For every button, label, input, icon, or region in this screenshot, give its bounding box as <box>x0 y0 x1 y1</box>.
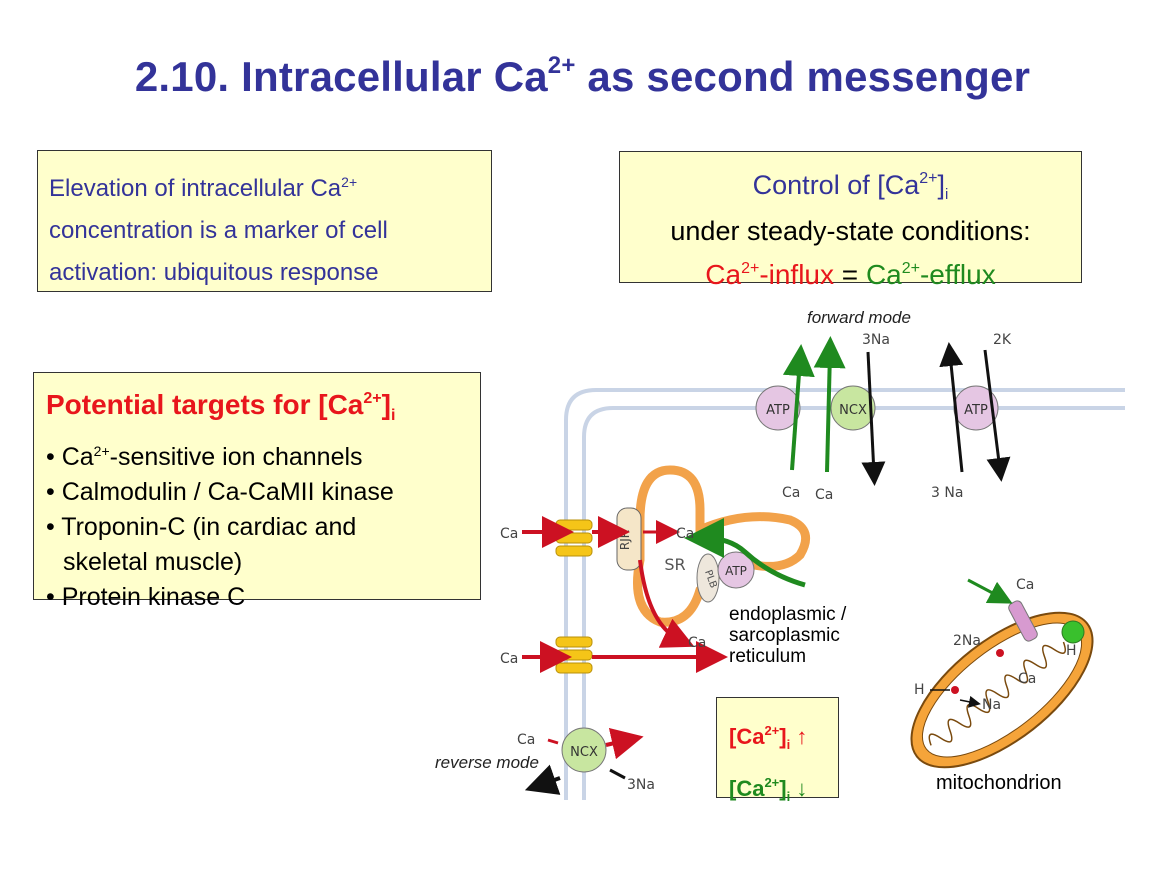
svg-text:NCX: NCX <box>570 745 598 760</box>
ca-increase-label: [Ca2+]i ↑ <box>729 723 808 752</box>
k-arrow-in <box>983 349 1011 482</box>
svg-text:Ca: Ca <box>688 635 706 651</box>
mitochondrion-label: mitochondrion <box>936 772 1062 794</box>
svg-text:Ca: Ca <box>500 526 518 542</box>
efflux-arrow-1 <box>782 344 815 471</box>
mito-h-exchanger <box>1061 620 1085 644</box>
svg-text:Ca: Ca <box>815 487 833 503</box>
mito-na-arrow <box>959 695 981 708</box>
svg-text:3 Na: 3 Na <box>931 485 963 501</box>
svg-text:H: H <box>1066 643 1077 659</box>
reverse-mode-label: reverse mode <box>435 753 539 772</box>
ca-channel-2 <box>555 636 593 674</box>
ca-decrease-label: [Ca2+]i ↓ <box>729 775 808 804</box>
forward-mode-label: forward mode <box>807 308 911 327</box>
slide-title: 2.10. Intracellular Ca2+ as second messe… <box>134 52 1031 100</box>
rev-ca-arrow <box>605 727 644 760</box>
na-arrow-out <box>939 342 964 473</box>
sr-label: SR <box>664 555 685 574</box>
svg-text:NCX: NCX <box>839 403 867 418</box>
list-item: • Protein kinase C <box>46 583 246 611</box>
svg-text:Ca: Ca <box>1016 577 1034 593</box>
rjr-channel: RJR <box>616 507 642 571</box>
list-item: skeletal muscle) <box>63 548 243 576</box>
svg-text:Na: Na <box>982 697 1001 713</box>
release-arrow <box>638 559 695 648</box>
svg-text:Ca: Ca <box>676 526 694 542</box>
sr-uptake-arrow <box>684 518 806 588</box>
ca-channel-1 <box>555 519 593 557</box>
rjr-label: RJR <box>618 530 632 550</box>
control-text-box: Control of [Ca2+]i under steady-state co… <box>619 151 1082 290</box>
ca-level-legend: [Ca2+]i ↑ [Ca2+]i ↓ <box>716 697 839 804</box>
rev-ca-in-a <box>547 738 559 745</box>
sr-atp-label: ATP <box>725 564 747 578</box>
plb-regulator: PLB <box>696 553 720 603</box>
targets-list-box: Potential targets for [Ca2+]i • Ca2+-sen… <box>33 372 481 611</box>
mito-ca-uptake-arrow <box>967 578 1013 604</box>
svg-text:Ca: Ca <box>1018 671 1036 687</box>
mitochondrion <box>910 611 1094 769</box>
er-label: endoplasmic / sarcoplasmic reticulum <box>729 604 847 667</box>
svg-text:Ca: Ca <box>782 485 800 501</box>
efflux-arrow-2 <box>813 336 846 473</box>
sr-atp-pump: ATP <box>717 551 755 589</box>
atp-pump-1: ATP <box>755 385 801 431</box>
svg-text:ATP: ATP <box>766 403 790 418</box>
targets-heading: Potential targets for [Ca2+]i <box>46 389 396 424</box>
na-arrow-in <box>861 351 886 486</box>
svg-text:3Na: 3Na <box>862 332 890 348</box>
mito-dot-2 <box>951 686 959 694</box>
mito-dot-1 <box>996 649 1004 657</box>
rev-na-in <box>609 768 626 780</box>
cell-membrane <box>564 388 1125 800</box>
svg-text:Ca: Ca <box>500 651 518 667</box>
rev-na-arrow <box>524 764 561 795</box>
mito-uniporter <box>1008 600 1038 642</box>
list-item: • Troponin-C (in cardiac and <box>46 513 357 541</box>
elevation-text-box: Elevation of intracellular Ca2+ concentr… <box>37 150 492 292</box>
ncx-exchanger-reverse: NCX <box>561 727 607 773</box>
list-item: • Ca2+-sensitive ion channels <box>46 443 363 471</box>
svg-text:ATP: ATP <box>964 403 988 418</box>
atp-pump-2: ATP <box>953 385 999 431</box>
svg-text:2Na: 2Na <box>953 633 981 649</box>
sr-reticulum <box>633 465 811 627</box>
ncx-exchanger-top: NCX <box>830 385 876 431</box>
svg-text:3Na: 3Na <box>627 777 655 793</box>
list-item: • Calmodulin / Ca-CaMII kinase <box>46 478 394 506</box>
svg-text:2K: 2K <box>993 332 1012 348</box>
svg-text:Ca: Ca <box>517 732 535 748</box>
svg-text:H: H <box>914 682 925 698</box>
